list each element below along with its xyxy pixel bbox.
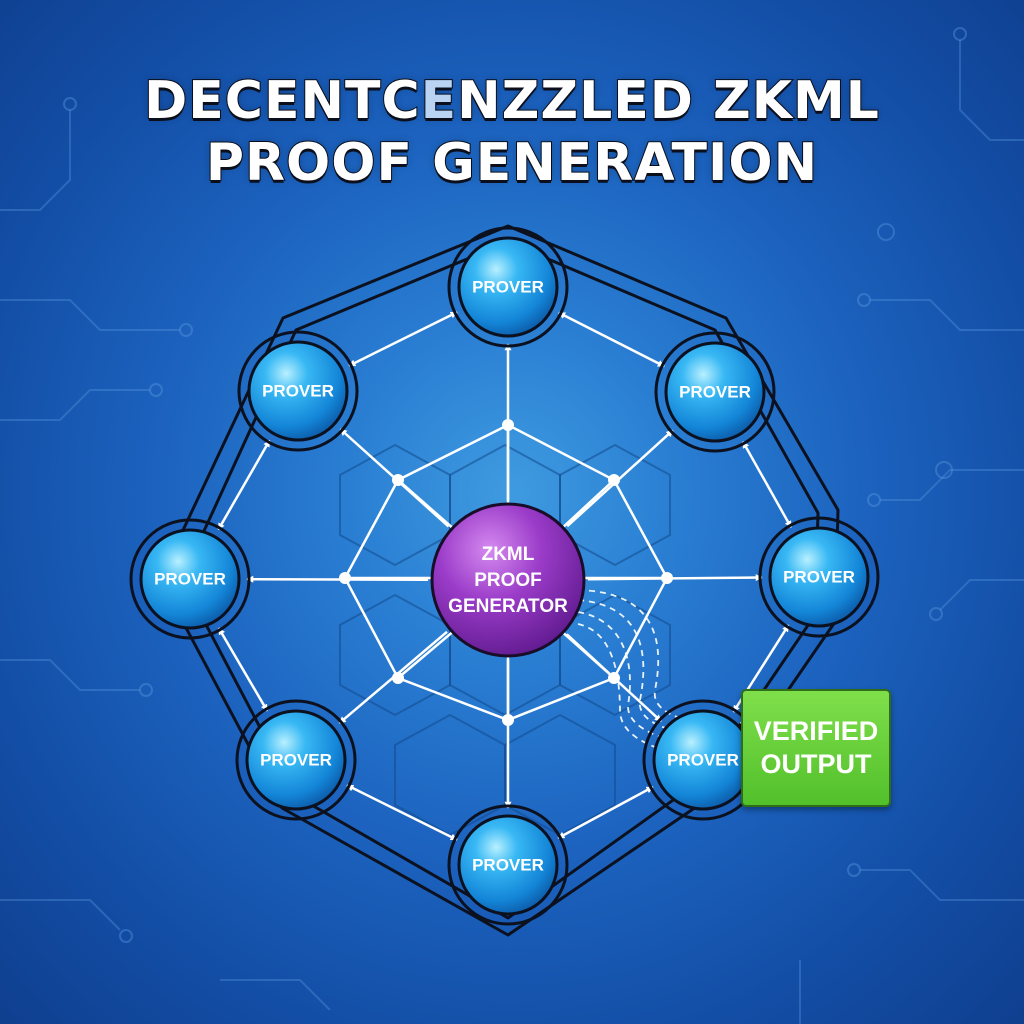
prover-node-body [245,709,347,811]
prover-node-body [247,340,349,442]
ring-arrow-4 [557,785,654,840]
prover-node-body [139,528,241,630]
prover-node-ring [129,518,251,640]
center-node-label-2: PROOF [474,570,542,591]
diagram-title: DECENTCENZZLED ZKML PROOF GENERATION [0,70,1024,194]
circuit-pads [63,27,967,943]
prover-node-5[interactable]: PROVER [447,804,569,926]
center-node[interactable]: ZKML PROOF GENERATOR [430,502,586,658]
ring-arrow-5 [346,784,458,841]
prover-node-7[interactable]: PROVER [129,518,251,640]
prover-node-2[interactable]: PROVER [654,331,776,453]
center-node-label-3: GENERATOR [448,596,568,617]
center-node-label-1: ZKML [482,544,535,565]
title-line-1-highlight: E [420,70,458,132]
prover-node-body [457,814,559,916]
prover-node-label: PROVER [783,567,855,586]
title-line-2: PROOF GENERATION [205,132,819,194]
prover-node-body [768,526,870,628]
prover-node-label: PROVER [679,382,751,401]
prover-node-ring [447,804,569,926]
verified-output-line-2: OUTPUT [760,749,872,779]
prover-node-label: PROVER [472,855,544,874]
circuit-traces [0,40,1024,1024]
prover-node-label: PROVER [260,750,332,769]
spoke-arrow-7 [246,575,429,583]
verified-output-line-1: VERIFIED [753,716,879,746]
prover-node-ring [237,330,359,452]
verified-output-box: VERIFIED OUTPUT [741,689,891,807]
prover-node-ring [235,699,357,821]
prover-node-ring [447,226,569,348]
ring-arrow-2 [741,441,793,528]
ring-arrow-8 [348,311,458,367]
prover-node-label: PROVER [472,277,544,296]
prover-node-ring [654,331,776,453]
spoke-arrow-2 [566,429,674,528]
title-line-1-part-b: NZZLED ZKML [456,70,880,132]
prover-node-1[interactable]: PROVER [447,226,569,348]
prover-node-8[interactable]: PROVER [237,330,359,452]
title-line-1-part-a: DECENTC [143,70,421,132]
ring-arrow-7 [217,439,271,531]
ring-arrow-1 [558,311,665,368]
prover-nodes: PROVER PROVER PROVER PROVER PROVER PROVER PROV… [129,226,880,926]
prover-node-4[interactable]: PROVER [642,699,764,821]
prover-node-label: PROVER [262,381,334,400]
prover-node-body [457,236,559,338]
prover-node-ring [758,516,880,638]
prover-node-label: PROVER [154,569,226,588]
prover-node-6[interactable]: PROVER [235,699,357,821]
ring-arrow-6 [217,627,269,712]
prover-node-body [664,341,766,443]
prover-node-label: PROVER [667,750,739,769]
title-line-1: DECENTCENZZLED ZKML [0,70,1024,132]
prover-node-3[interactable]: PROVER [758,516,880,638]
web-junctions [339,419,673,726]
